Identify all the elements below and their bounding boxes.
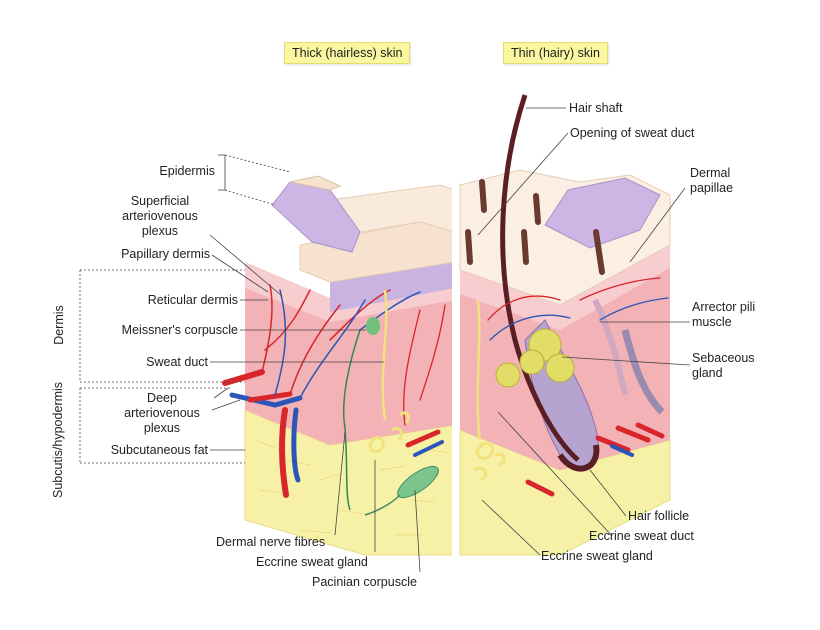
label-papillary-dermis: Papillary dermis [121,247,210,261]
right-sebaceous-gland [495,328,575,388]
right-hair-bulb [557,444,600,472]
label-eccrine-sweat-gland-right: Eccrine sweat gland [541,549,653,563]
right-arrector-pili [592,298,628,396]
left-nerve-fibre [342,329,361,511]
left-pacinian-nerve [364,494,401,516]
label-superficial-plexus: Superficial arteriovenous plexus [122,194,198,238]
label-eccrine-sweat-gland-left: Eccrine sweat gland [256,555,368,569]
header-thick-skin: Thick (hairless) skin [284,42,411,64]
left-meissner-corpuscle [366,317,380,335]
right-sweat-gland [474,442,506,482]
left-papillary-dermis [245,262,455,322]
right-short-hairs [465,179,605,275]
label-opening-sweat-duct: Opening of sweat duct [570,126,695,140]
left-sweat-duct [381,289,388,421]
right-sweat-duct [476,299,482,441]
label-hair-shaft: Hair shaft [569,101,623,115]
label-hair-follicle: Hair follicle [628,509,690,523]
label-deep-plexus: Deep arteriovenous plexus [124,391,200,435]
label-reticular-dermis: Reticular dermis [147,293,238,307]
left-epidermis-flap [271,181,361,253]
right-epidermis-flap [544,177,661,249]
left-epidermis-flap-top [289,175,342,191]
label-epidermis: Epidermis [159,164,215,178]
right-second-follicle [621,329,665,415]
label-sweat-duct: Sweat duct [146,355,208,369]
left-epidermis-base [330,262,455,312]
label-sebaceous-gland: Sebaceous gland [692,351,755,380]
right-papillary-dermis [460,245,670,330]
leader-lines [79,107,691,573]
left-fat-texture [254,439,451,536]
label-arrector-pili: Arrector pili muscle [692,300,756,329]
label-pacinian-corpuscle: Pacinian corpuscle [312,575,417,589]
label-dermis-side: Dermis [52,305,66,345]
section-divider [452,168,460,568]
label-dermal-papillae: Dermal papillae [690,166,734,195]
header-thin-skin: Thin (hairy) skin [503,42,608,64]
label-meissners-corpuscle: Meissner's corpuscle [121,323,238,337]
label-subcutis-side: Subcutis/hypodermis [51,381,65,499]
label-eccrine-sweat-duct: Eccrine sweat duct [589,529,694,543]
label-subcutaneous-fat: Subcutaneous fat [110,443,208,457]
left-vessels [222,284,446,498]
left-sweat-gland [368,411,410,454]
label-dermal-nerve-fibres: Dermal nerve fibres [216,535,326,549]
right-vessels [487,277,669,497]
